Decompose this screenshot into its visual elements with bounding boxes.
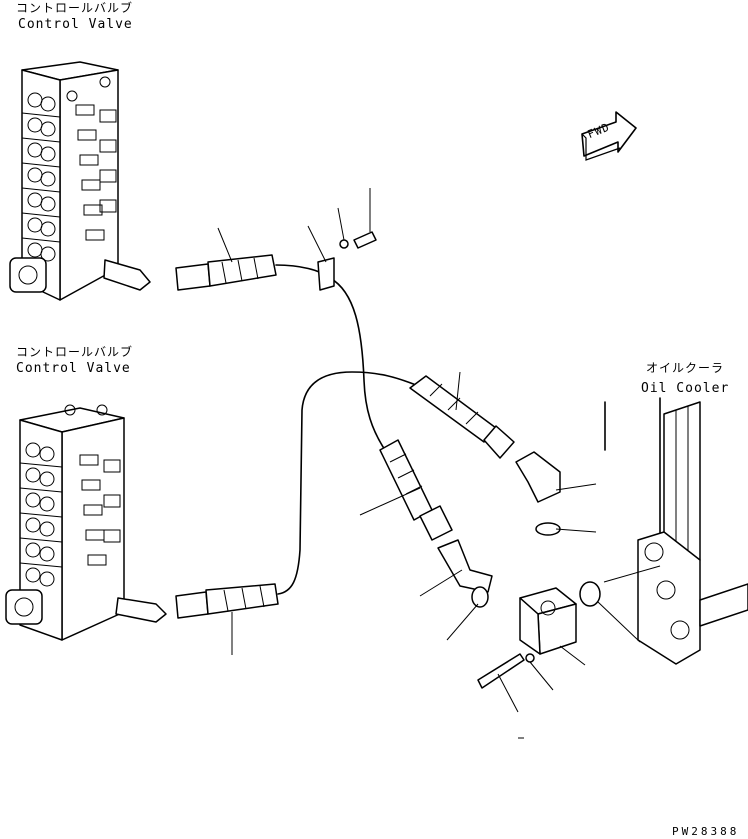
control-valve-top	[9, 61, 151, 301]
hose-lower-middle	[379, 439, 493, 593]
control-valve-top-label-jp: コントロールバルブ	[16, 1, 134, 15]
block-assembly	[471, 522, 601, 689]
oil-cooler-label-en: Oil Cooler	[641, 381, 730, 396]
forward-direction-arrow-icon	[581, 111, 637, 161]
clamp-and-bolt	[317, 231, 377, 291]
leader-lines	[217, 188, 661, 739]
control-valve-bottom-label-jp: コントロールバルブ	[16, 345, 134, 359]
control-valve-bottom	[5, 404, 167, 641]
control-valve-top-label-en: Control Valve	[18, 17, 133, 32]
oil-cooler-label-jp: オイルクーラ	[646, 361, 725, 375]
drawing-number: PW28388	[672, 825, 740, 838]
hose-right-upper	[409, 375, 561, 503]
hose-top	[175, 254, 386, 451]
oil-cooler	[604, 397, 748, 665]
control-valve-bottom-label-en: Control Valve	[16, 361, 131, 376]
hose-bottom	[175, 371, 417, 619]
